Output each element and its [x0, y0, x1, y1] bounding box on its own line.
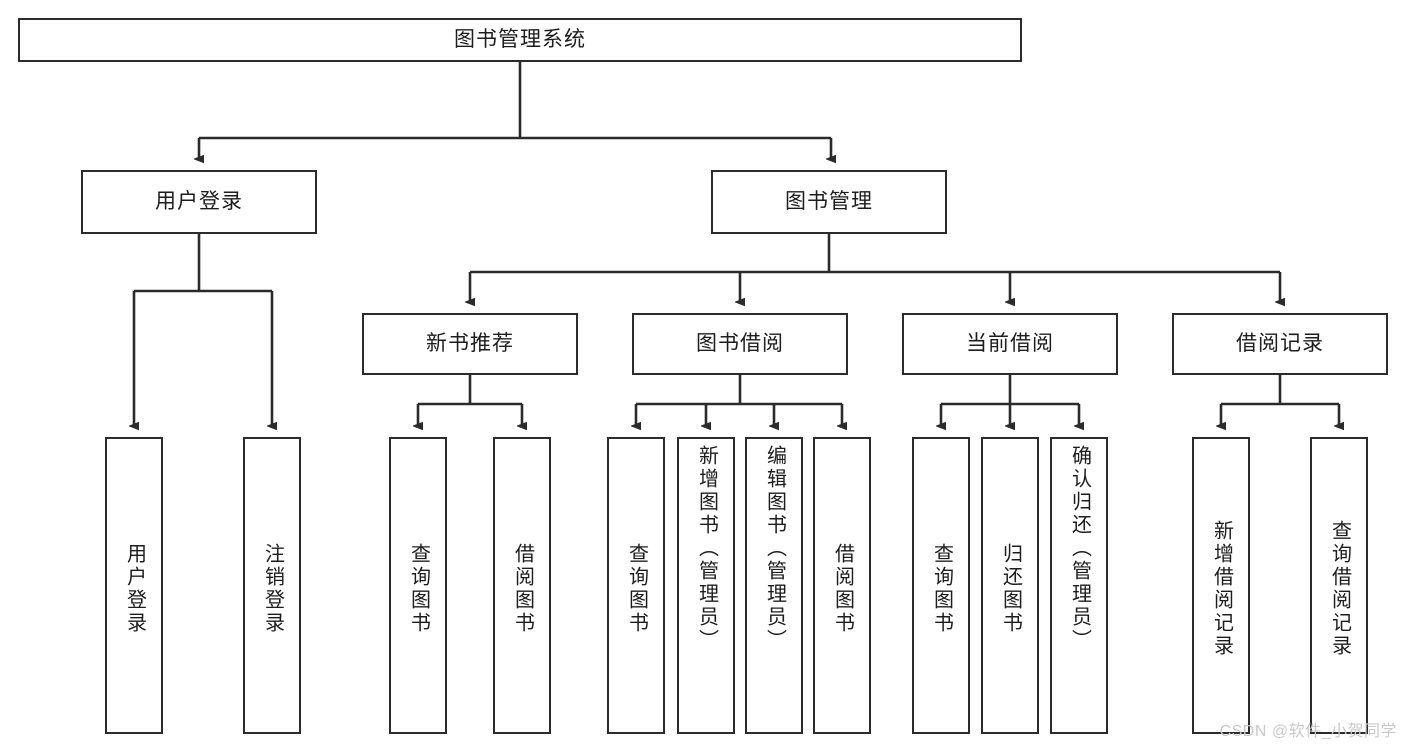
node-root-label: 图书管理系统 [454, 27, 586, 51]
node-leaf-edit-book-admin-label: 编辑图书（管理员） [763, 445, 786, 652]
node-root[interactable]: 图书管理系统 [18, 18, 1022, 62]
node-leaf-return-book[interactable]: 归还图书 [981, 437, 1039, 734]
node-leaf-query-book-borrow-label: 查询图书 [625, 542, 648, 635]
node-current-borrow[interactable]: 当前借阅 [902, 313, 1118, 375]
node-leaf-add-borrow-record-label: 新增借阅记录 [1210, 519, 1233, 658]
node-book-management-label: 图书管理 [785, 189, 873, 213]
node-leaf-logout[interactable]: 注销登录 [243, 437, 301, 734]
node-current-borrow-label: 当前借阅 [966, 331, 1054, 355]
node-leaf-query-borrow-record[interactable]: 查询借阅记录 [1310, 437, 1368, 734]
node-leaf-return-book-label: 归还图书 [999, 542, 1022, 635]
node-leaf-borrow-book-recommend[interactable]: 借阅图书 [493, 437, 551, 734]
node-book-borrow-label: 图书借阅 [696, 331, 784, 355]
node-leaf-query-book-current-label: 查询图书 [930, 542, 953, 635]
node-leaf-edit-book-admin[interactable]: 编辑图书（管理员） [745, 437, 803, 734]
node-user-login-label: 用户登录 [155, 189, 243, 213]
node-leaf-confirm-return-admin[interactable]: 确认归还（管理员） [1050, 437, 1108, 734]
node-new-book-recommend-label: 新书推荐 [426, 331, 514, 355]
node-leaf-query-borrow-record-label: 查询借阅记录 [1328, 519, 1351, 658]
node-borrow-record[interactable]: 借阅记录 [1172, 313, 1388, 375]
node-leaf-add-book-admin[interactable]: 新增图书（管理员） [677, 437, 735, 734]
node-leaf-borrow-book[interactable]: 借阅图书 [813, 437, 871, 734]
node-book-management[interactable]: 图书管理 [711, 170, 947, 234]
node-leaf-query-book-recommend-label: 查询图书 [407, 542, 430, 635]
node-borrow-record-label: 借阅记录 [1236, 331, 1324, 355]
node-leaf-query-book-current[interactable]: 查询图书 [912, 437, 970, 734]
node-leaf-borrow-book-recommend-label: 借阅图书 [511, 542, 534, 635]
node-leaf-user-login-label: 用户登录 [123, 542, 146, 635]
node-leaf-query-book-recommend[interactable]: 查询图书 [389, 437, 447, 734]
node-new-book-recommend[interactable]: 新书推荐 [362, 313, 578, 375]
csdn-watermark: CSDN @软件_小贺同学 [1219, 723, 1397, 740]
node-leaf-add-book-admin-label: 新增图书（管理员） [695, 445, 718, 652]
node-leaf-logout-label: 注销登录 [261, 542, 284, 635]
node-leaf-borrow-book-label: 借阅图书 [831, 542, 854, 635]
node-book-borrow[interactable]: 图书借阅 [632, 313, 848, 375]
node-leaf-confirm-return-admin-label: 确认归还（管理员） [1068, 445, 1091, 652]
node-leaf-user-login[interactable]: 用户登录 [105, 437, 163, 734]
node-leaf-add-borrow-record[interactable]: 新增借阅记录 [1192, 437, 1250, 734]
node-user-login[interactable]: 用户登录 [81, 170, 317, 234]
node-leaf-query-book-borrow[interactable]: 查询图书 [607, 437, 665, 734]
